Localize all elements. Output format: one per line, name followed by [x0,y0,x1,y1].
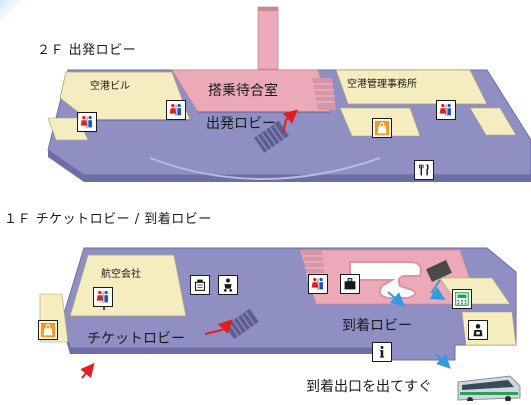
baggage-carousel [349,261,422,299]
lounge-stair-lines [313,83,335,103]
floor-2f-title: ２Ｆ 出発ロビー [37,43,137,58]
room-admin-office [335,69,488,105]
route-arrow-1f-c [80,362,95,379]
exit-arrow-a [387,291,406,307]
room-label-admin-office: 空港管理事務所 [347,79,417,90]
arrival-exit-note: 到着出口を出てすぐ [306,379,432,395]
exit-arrow-c [435,353,451,369]
room-label-ticket-lobby: チケットロビー [87,331,185,347]
information-icon [372,342,392,362]
room-label-airline: 航空会社 [101,269,141,280]
1f-floor-edge [62,320,380,354]
floor-1f-title: １Ｆ チケットロビー / 到着ロビー [4,212,212,227]
2f-floor-edge [48,150,531,182]
control-tower [257,6,279,70]
restroom-icon [166,100,186,120]
baby-care-icon [218,275,238,295]
escalator-2f [254,120,289,153]
lobby-curve [149,157,381,180]
exit-arrow-b [429,279,446,301]
corner-decoration [0,0,22,22]
room-label-boarding-lounge: 搭乗待合室 [208,83,278,99]
phone-icon [468,320,488,340]
room-airline [69,254,187,317]
room-label-departure-lobby: 出発ロビー [206,116,276,132]
locker-icon [190,275,210,295]
room-label-arrival-lobby: 到着ロビー [342,318,412,334]
restroom-icon [77,112,97,132]
floor-2f-plan [47,6,531,182]
tower-cap [258,7,278,11]
shop-icon [372,118,392,138]
shop-icon [38,320,58,340]
arrival-kiosk [426,260,452,282]
restroom-icon [436,100,456,120]
baggage-icon [340,274,360,294]
room-2f-right-b [469,107,517,136]
route-arrow-1f-b [204,319,233,335]
route-arrow-2f [282,109,298,134]
bus-illustration [457,375,521,403]
restroom-icon [93,287,113,307]
restroom-icon [308,274,328,294]
room-label-terminal-building: 空港ビル [90,81,130,92]
restaurant-icon [414,160,434,180]
atm-icon [452,289,472,309]
floor-1f-plan [39,247,517,379]
